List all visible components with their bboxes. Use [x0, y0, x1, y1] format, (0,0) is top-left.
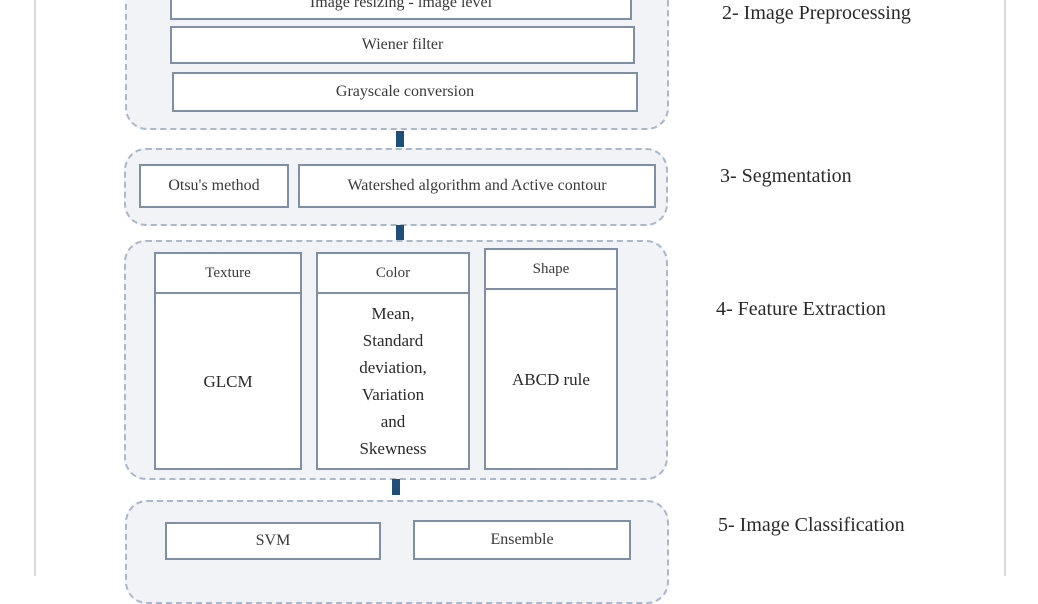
preprocessing-step-resize: Image resizing - image level: [170, 0, 632, 20]
feature-column-color: Color Mean, Standard deviation, Variatio…: [316, 252, 470, 470]
preprocessing-step-wiener: Wiener filter: [170, 26, 635, 64]
feature-line: Skewness: [359, 439, 427, 458]
feature-column-texture: Texture GLCM: [154, 252, 302, 470]
feature-line: Mean,: [371, 304, 415, 323]
feature-extraction-stage: Texture GLCM Color Mean, Standard deviat…: [124, 240, 668, 480]
segmentation-step-watershed: Watershed algorithm and Active contour: [298, 164, 656, 208]
frame-right-border: [1004, 0, 1006, 576]
feature-column-body: ABCD rule: [486, 290, 616, 468]
classification-stage: SVM Ensemble: [125, 500, 669, 604]
feature-line: and: [380, 412, 406, 431]
feature-extraction-label: 4- Feature Extraction: [716, 298, 886, 320]
classification-step-svm: SVM: [165, 522, 381, 560]
segmentation-label: 3- Segmentation: [720, 165, 852, 187]
feature-line: Standard: [362, 331, 424, 350]
classification-step-ensemble: Ensemble: [413, 520, 631, 560]
feature-line: ABCD rule: [512, 369, 590, 389]
feature-column-header: Shape: [486, 250, 616, 290]
feature-column-body: Mean, Standard deviation, Variation and …: [318, 294, 468, 468]
feature-column-header: Color: [318, 254, 468, 294]
preprocessing-stage: Image resizing - image level Wiener filt…: [125, 0, 669, 130]
segmentation-stage: Otsu's method Watershed algorithm and Ac…: [124, 148, 668, 226]
connector-2-3: [396, 131, 404, 147]
connector-3-4: [396, 225, 404, 241]
feature-column-shape: Shape ABCD rule: [484, 248, 618, 470]
preprocessing-label: 2- Image Preprocessing: [722, 2, 911, 24]
feature-line: GLCM: [203, 371, 253, 391]
feature-line: deviation,: [359, 358, 427, 377]
segmentation-step-otsu: Otsu's method: [139, 164, 289, 208]
feature-column-header: Texture: [156, 254, 300, 294]
connector-4-5: [392, 479, 400, 495]
preprocessing-step-grayscale: Grayscale conversion: [172, 72, 638, 112]
frame-left-border: [34, 0, 36, 576]
classification-label: 5- Image Classification: [718, 514, 905, 536]
feature-line: Variation: [361, 385, 425, 404]
feature-column-body: GLCM: [156, 294, 300, 468]
